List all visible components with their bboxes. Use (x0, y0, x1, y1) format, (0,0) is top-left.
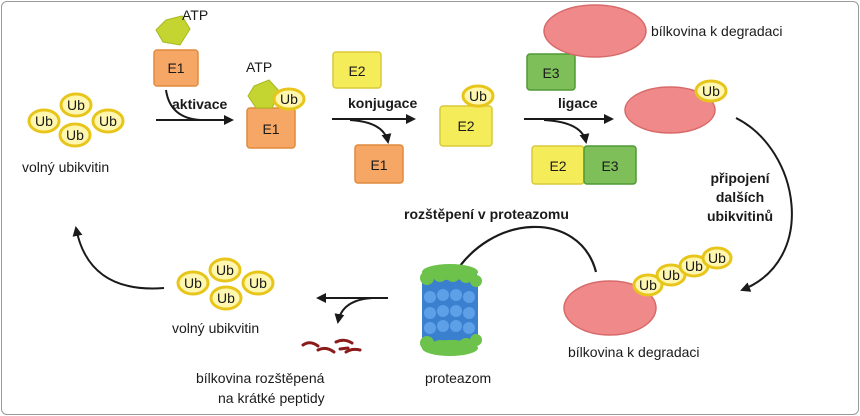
attach-label-line1: připojení (710, 170, 770, 186)
ubiquitin-icon: Ub (176, 270, 210, 296)
ub-label: Ub (469, 88, 487, 104)
ubiquitin-icon: Ub (208, 257, 242, 283)
conjugation-curve-arrow (349, 119, 392, 144)
ligation-curve-arrow (543, 119, 590, 144)
ub-label: Ub (35, 113, 53, 129)
e1-label: E1 (167, 60, 184, 76)
conjugation-label: konjugace (348, 95, 417, 111)
e1-atp-complex: E1 ATP (153, 7, 208, 87)
e2-label: E2 (348, 63, 365, 79)
peptide-fragments-icon (301, 338, 362, 354)
ub-label: Ub (662, 267, 680, 283)
e2-e3-complex-released: E2 E3 (531, 145, 637, 185)
e1-enzyme-released: E1 (354, 144, 404, 184)
free-ubiquitin-label-bottom: volný ubikvitin (172, 320, 259, 336)
protein-polyubiquitinated: Ub Ub Ub Ub (563, 246, 733, 336)
attach-ubiquitin-arrow (735, 117, 793, 292)
protein-label-top: bílkovina k degradaci (651, 23, 783, 39)
e2-enzyme-top: E2 (332, 51, 382, 89)
e2-label: E2 (457, 118, 474, 134)
e1-atp-ub-complex: E1 ATP Ub (246, 59, 306, 149)
ub-label: Ub (66, 127, 84, 143)
ub-label: Ub (280, 91, 298, 107)
atp-label-top: ATP (182, 7, 208, 23)
ubiquitin-icon (694, 79, 728, 103)
ubiquitin-icon (632, 273, 664, 297)
attach-label-line2: dalších (716, 189, 764, 205)
ub-label: Ub (217, 290, 235, 306)
cleavage-label: rozštěpení v proteazomu (404, 206, 569, 222)
ub-label: Ub (184, 275, 202, 291)
attach-label-line3: ubikvitinů (707, 208, 773, 224)
protein-monoubiquitinated: Ub (624, 79, 728, 134)
e3-label: E3 (542, 65, 559, 81)
proteasome-label: proteazom (425, 370, 491, 386)
peptide-release-arrow (334, 297, 373, 324)
proteasome-icon (420, 264, 482, 356)
activation-label: aktivace (172, 96, 227, 112)
e3-label: E3 (601, 158, 618, 174)
cleavage-arrow (451, 225, 598, 280)
ub-label: Ub (216, 262, 234, 278)
ubiquitin-icon: Ub (91, 108, 125, 134)
e2-label: E2 (549, 158, 566, 174)
ubiquitin-icon (272, 87, 306, 111)
e3-enzyme-top: E3 (526, 53, 576, 91)
ubiquitin-icon (461, 84, 495, 108)
ub-label: Ub (708, 250, 726, 266)
atp-icon (155, 15, 191, 46)
e1-label: E1 (370, 157, 387, 173)
peptides-label-line2: na krátké peptidy (218, 390, 325, 406)
free-ubiquitin-cluster-bottom: Ub Ub Ub Ub (176, 257, 275, 311)
peptides-label-line1: bílkovina rozštěpená (196, 370, 325, 386)
ub-label: Ub (685, 258, 703, 274)
e1-label: E1 (262, 121, 279, 137)
protein-label-bottom: bílkovina k degradaci (568, 344, 700, 360)
ub-label: Ub (639, 277, 657, 293)
free-ubiquitin-label-top: volný ubikvitin (22, 159, 109, 175)
ubiquitin-icon: Ub (27, 108, 61, 134)
ub-label: Ub (99, 113, 117, 129)
ubiquitin-icon: Ub (59, 92, 93, 118)
ubiquitin-icon: Ub (241, 270, 275, 296)
ub-label: Ub (67, 97, 85, 113)
ubiquitin-icon: Ub (209, 285, 243, 311)
ub-label: Ub (249, 275, 267, 291)
ligation-label: ligace (558, 95, 598, 111)
ub-label: Ub (702, 83, 720, 99)
ubiquitin-icon: Ub (58, 122, 92, 148)
recycle-arrow (72, 226, 165, 290)
ubiquitin-icon (701, 246, 733, 270)
free-ubiquitin-cluster-top: Ub Ub Ub Ub (27, 92, 125, 148)
protein-to-degrade-top (543, 4, 647, 58)
atp-icon (247, 79, 281, 109)
e2-ub-complex: E2 Ub (439, 84, 495, 147)
atp-label-mid: ATP (246, 59, 272, 75)
